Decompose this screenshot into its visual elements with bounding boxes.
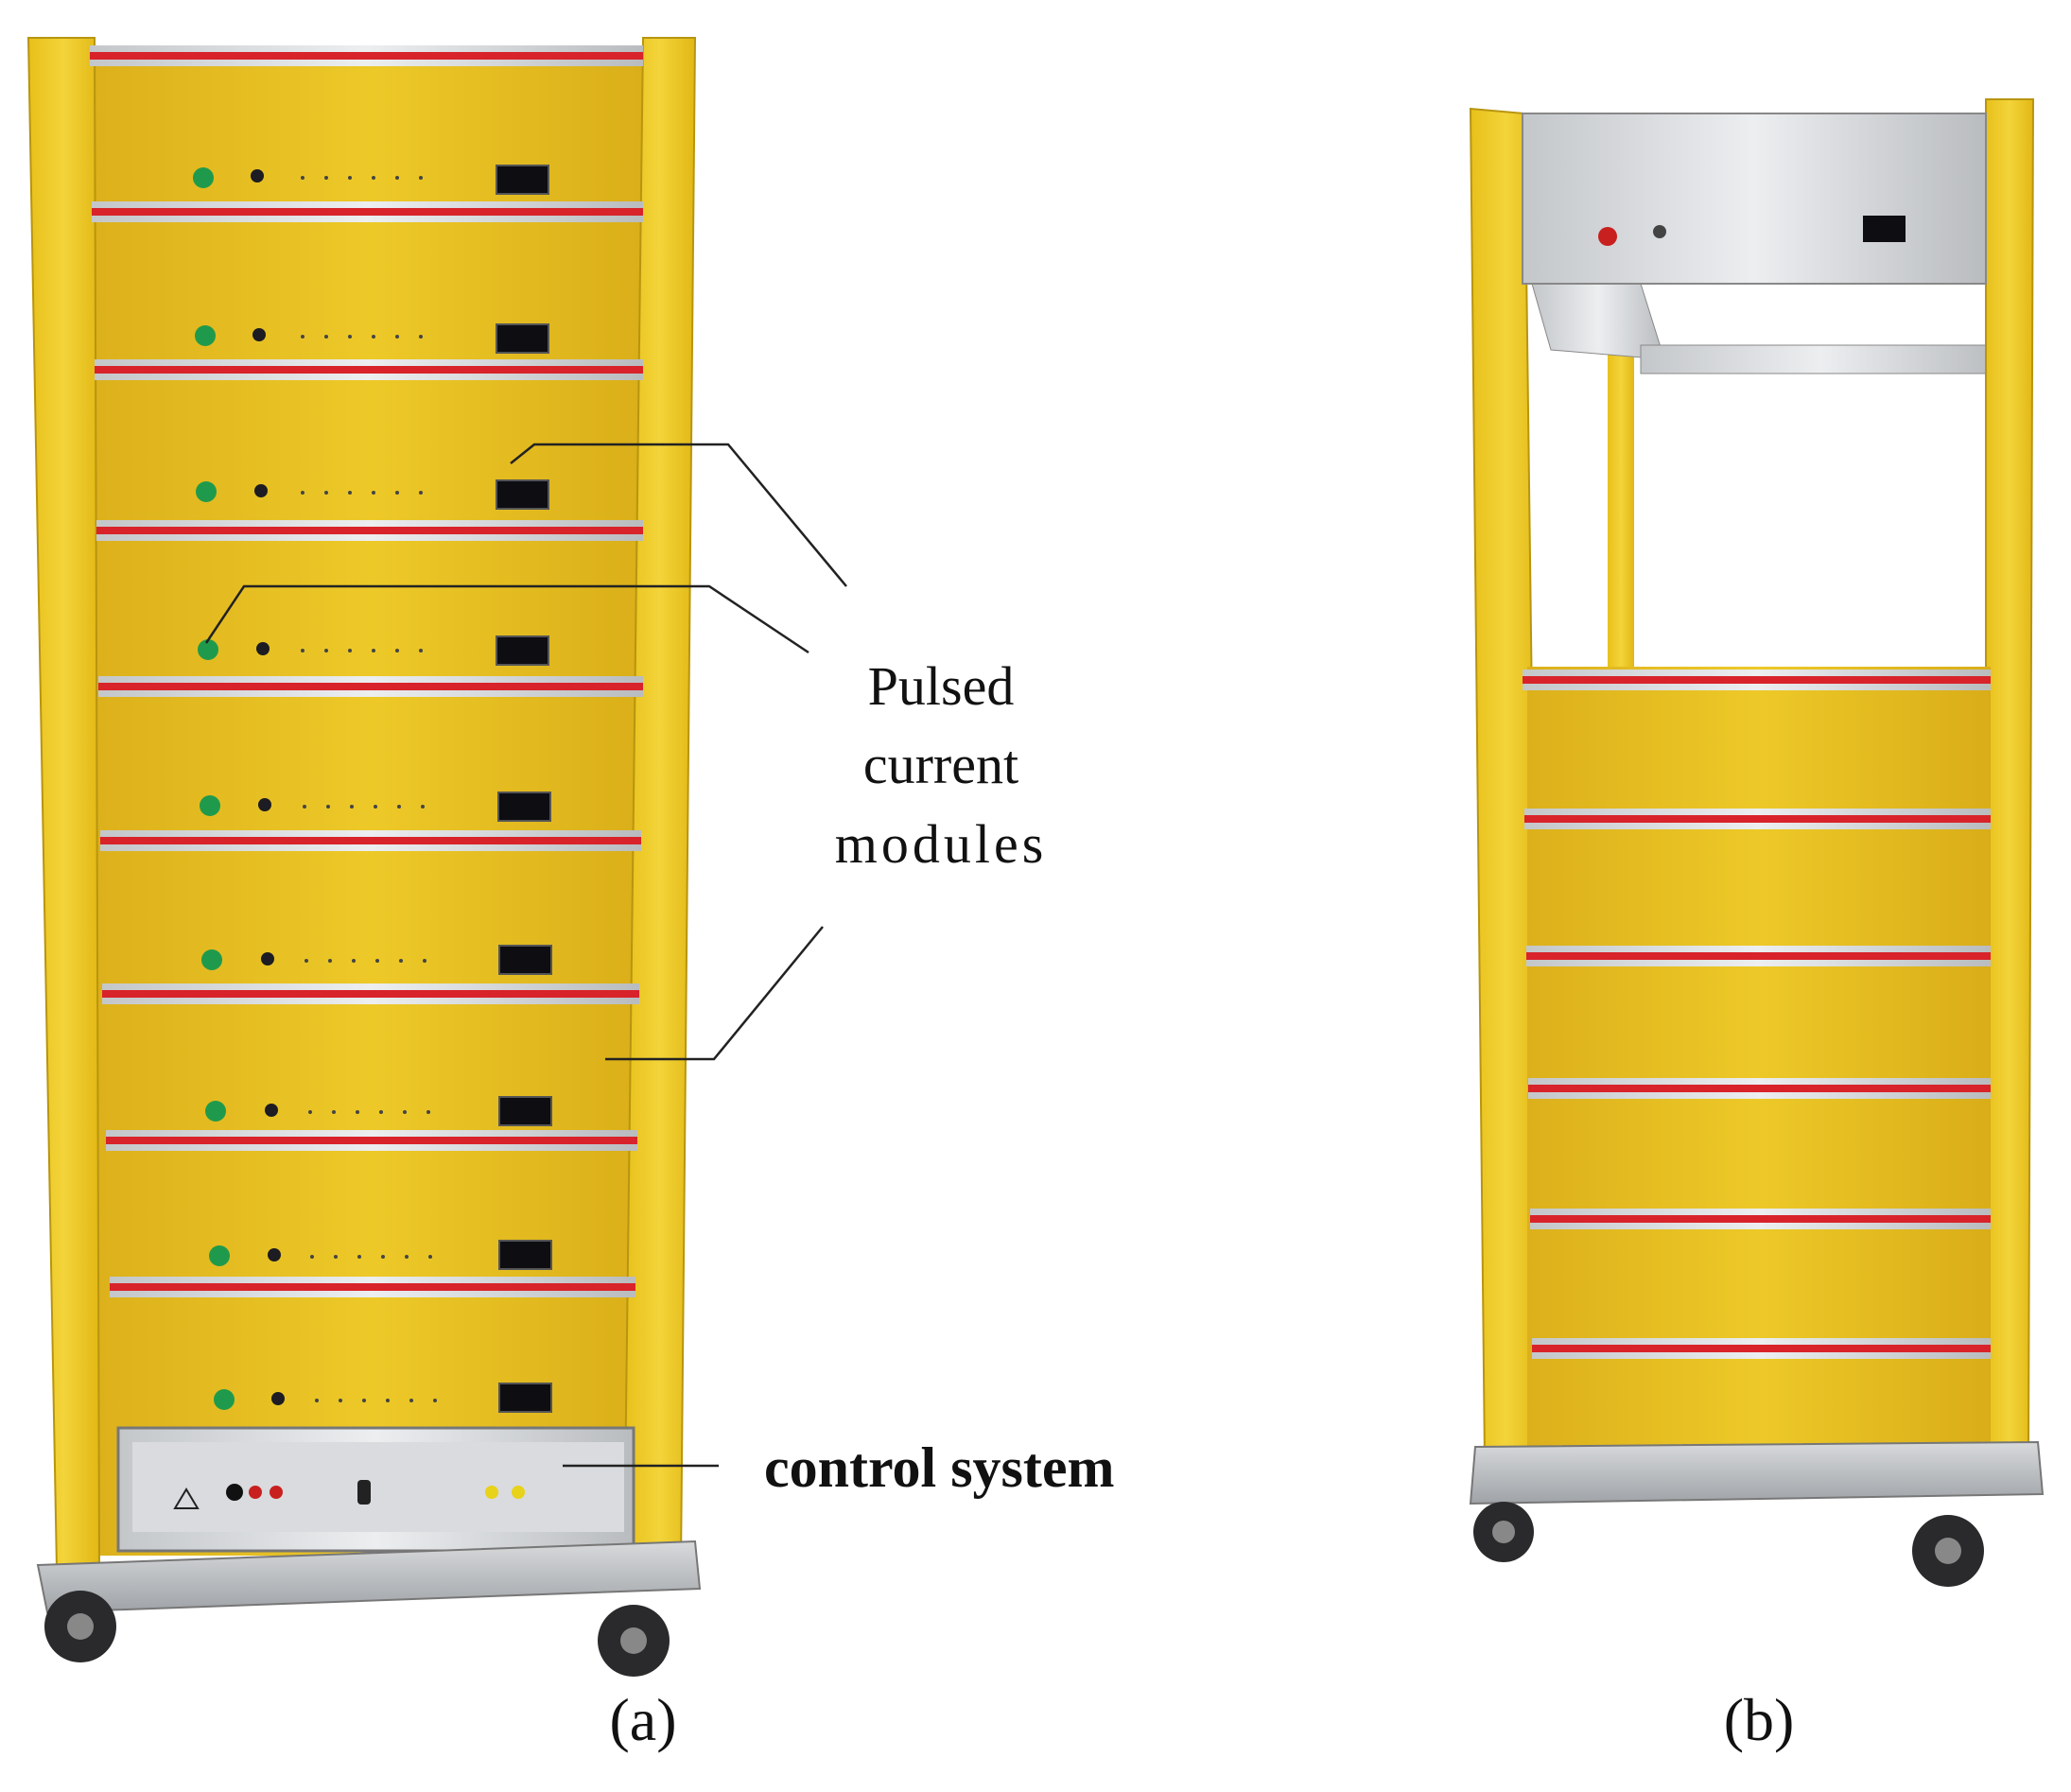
module-row <box>198 635 549 666</box>
module-row <box>196 479 549 510</box>
annotation-control-system: control system <box>764 1436 1115 1499</box>
cabinet-b-top-panel <box>1522 113 1987 285</box>
module-row <box>200 792 551 822</box>
module-row <box>214 1383 552 1413</box>
cabinet-a-rails <box>90 45 643 1297</box>
cabinet-b-panel <box>1527 667 1991 1452</box>
cabinet-b-base <box>1469 1440 2045 1587</box>
module-row <box>193 165 549 195</box>
leader-line-panel <box>605 926 824 1061</box>
cabinet-b <box>1469 98 2045 1587</box>
leader-lines <box>204 443 847 1468</box>
cabinet-a-panel <box>90 52 657 1556</box>
caption-a: (a) <box>609 1686 676 1753</box>
control-system-drawer <box>116 1426 635 1553</box>
cabinet-a-left-pillar <box>26 37 101 1571</box>
cabinet-a-base <box>36 1540 702 1677</box>
cabinet-a-modules <box>193 165 552 1413</box>
caption-b: (b) <box>1724 1686 1795 1753</box>
annotation-pulsed-line3: modules <box>835 813 1048 875</box>
annotation-pulsed-line1: Pulsed <box>868 655 1015 717</box>
annotation-pulsed-line2: current <box>863 734 1018 795</box>
module-row <box>209 1240 552 1270</box>
module-row <box>205 1096 552 1126</box>
cabinet-a <box>26 37 702 1677</box>
module-row <box>201 945 552 975</box>
module-row <box>195 323 549 354</box>
cabinet-b-rails <box>1523 670 1991 1359</box>
cabinet-b-right-pillar <box>1985 98 2035 1453</box>
leader-line-display <box>510 443 847 587</box>
leader-line-knob <box>204 584 809 654</box>
